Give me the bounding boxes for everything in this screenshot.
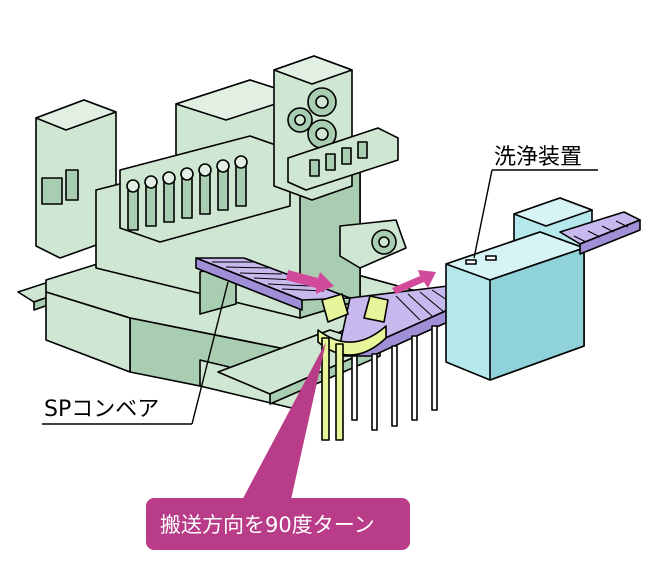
washer-label: 洗浄装置 xyxy=(473,145,598,259)
flow-arrows xyxy=(286,270,436,294)
washer-unit xyxy=(445,197,641,381)
washer-label-text: 洗浄装置 xyxy=(494,145,582,170)
washer-leader-line xyxy=(473,169,493,259)
outgoing-arrow xyxy=(392,270,436,294)
turn-callout-text: 搬送方向を90度ターン xyxy=(160,513,375,537)
callout-pointer xyxy=(240,342,326,504)
sp-conveyor-label-text: SPコンベア xyxy=(44,397,159,422)
sp-conveyor-leader-line xyxy=(191,281,229,425)
turn-callout: 搬送方向を90度ターン xyxy=(146,342,410,550)
sp-conveyor xyxy=(195,257,351,311)
sp-conveyor-label: SPコンベア xyxy=(42,281,229,425)
callout-box xyxy=(146,498,410,550)
incoming-arrow xyxy=(286,270,334,294)
turn-unit xyxy=(317,293,389,441)
